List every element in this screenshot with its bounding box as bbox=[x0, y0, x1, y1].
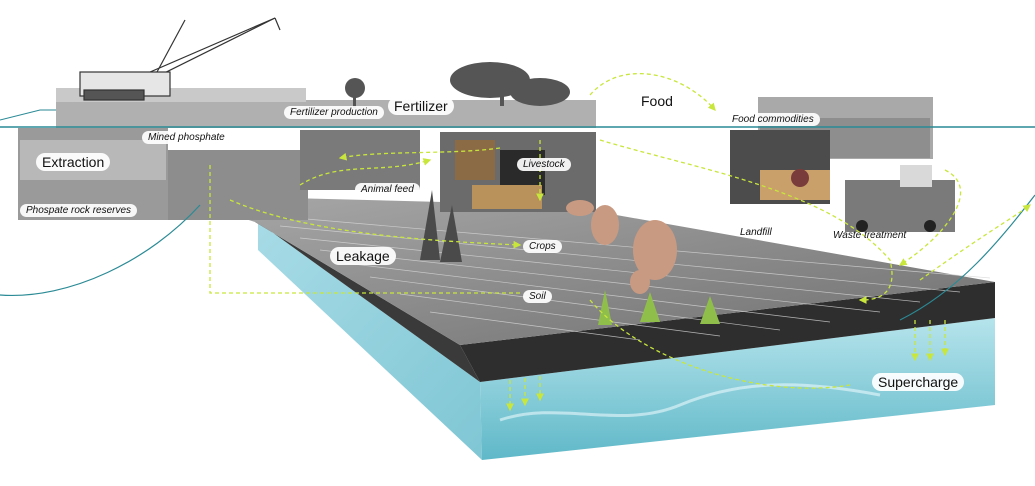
waste-treatment-label: Waste treatment bbox=[833, 230, 906, 241]
livestock-label: Livestock bbox=[517, 158, 571, 171]
animal-feed-label: Animal feed bbox=[355, 183, 420, 196]
dragline-crane bbox=[80, 18, 280, 100]
fertilizer-label: Fertilizer bbox=[388, 97, 454, 115]
food-label: Food bbox=[641, 93, 673, 109]
fertilizer-production-label: Fertilizer production bbox=[284, 106, 384, 119]
phosphate-rock-reserves-label: Phospate rock reserves bbox=[20, 204, 137, 217]
soil-label: Soil bbox=[523, 290, 552, 303]
extraction-label: Extraction bbox=[36, 153, 110, 171]
landfill-label: Landfill bbox=[740, 227, 772, 238]
supercharge-label: Supercharge bbox=[872, 373, 964, 391]
leakage-label: Leakage bbox=[330, 247, 396, 265]
food-commodities-label: Food commodities bbox=[726, 113, 820, 126]
mined-phosphate-label: Mined phosphate bbox=[142, 131, 231, 144]
crops-label: Crops bbox=[523, 240, 562, 253]
